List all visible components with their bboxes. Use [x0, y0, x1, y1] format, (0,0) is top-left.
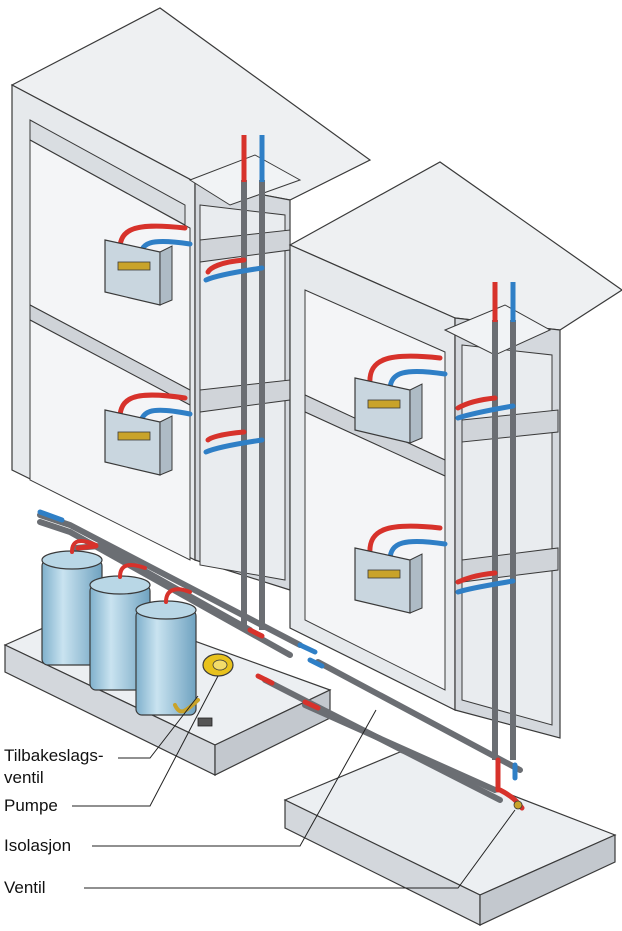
building-right	[288, 161, 622, 739]
label-check-valve-line1: Tilbakeslags-	[4, 746, 104, 765]
water-heater-tank-3	[135, 600, 197, 716]
manifold-box-2	[104, 409, 173, 476]
manifold-box-1	[104, 239, 173, 306]
ground-slab-right	[283, 751, 617, 926]
manifold-box-3	[354, 377, 423, 444]
riser-left	[241, 135, 265, 630]
label-insulation: Isolasjon	[4, 836, 72, 855]
floor-drain	[197, 717, 213, 727]
pump	[202, 653, 234, 677]
tank-connections	[70, 538, 200, 714]
label-pump: Pumpe	[4, 796, 58, 815]
water-heater-tank-1	[41, 550, 103, 666]
valve-symbol	[513, 800, 523, 810]
leader-lines	[72, 675, 516, 889]
manifold-box-4	[354, 547, 423, 614]
label-valve: Ventil	[4, 878, 46, 897]
label-check-valve-line2: ventil	[4, 768, 44, 787]
riser-right	[492, 282, 516, 760]
